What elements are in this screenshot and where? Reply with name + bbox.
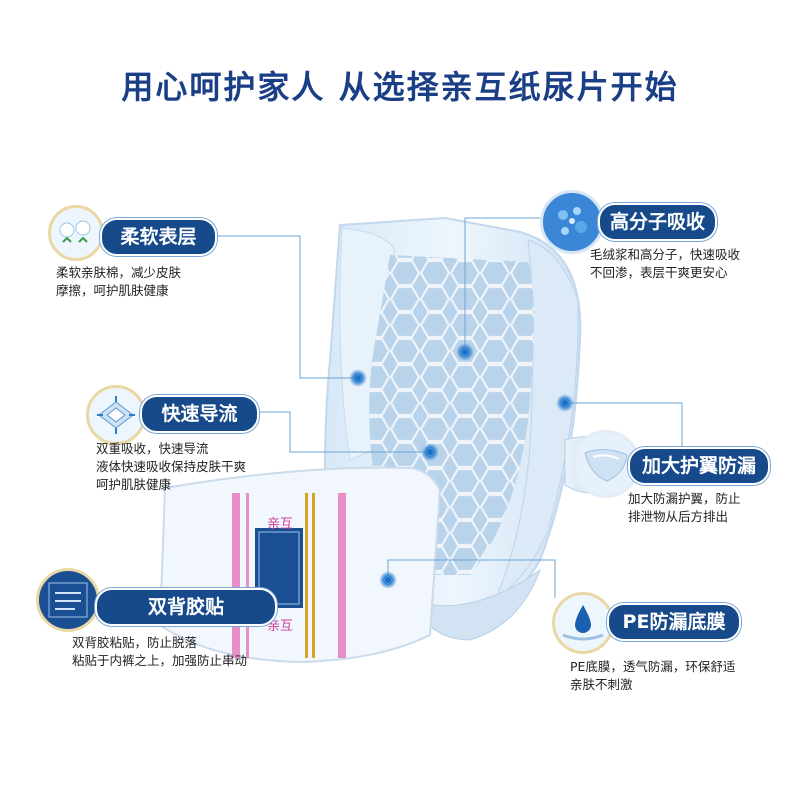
feature-title-pe-backsheet: PE防漏底膜 <box>607 603 741 641</box>
fast-drainage-icon <box>86 385 146 445</box>
brand-mark-bottom: 亲互 <box>267 619 293 634</box>
adhesive-tape-icon <box>36 568 100 632</box>
feature-desc-fast-drainage: 双重吸收，快速导流液体快速吸收保持皮肤干爽呵护肌肤健康 <box>96 441 247 492</box>
feature-title-double-adhesive: 双背胶贴 <box>95 588 277 626</box>
target-dots <box>349 343 574 589</box>
leader-lines <box>215 217 683 598</box>
soft-layer-icon <box>48 205 104 261</box>
polymer-granule-icon <box>540 190 604 254</box>
page-title: 用心呵护家人 从选择亲互纸尿片开始 <box>121 68 679 106</box>
feature-desc-polymer: 毛绒浆和高分子，快速吸收不回渗，表层干爽更安心 <box>590 247 741 280</box>
feature-desc-pe-backsheet: PE底膜，透气防漏，环保舒适亲肤不刺激 <box>570 659 736 692</box>
feature-title-polymer: 高分子吸收 <box>598 203 717 241</box>
feature-desc-leak-guard: 加大防漏护翼，防止排泄物从后方排出 <box>628 491 741 524</box>
feature-desc-double-adhesive: 双背胶粘贴，防止脱落粘贴于内裤之上，加强防止串动 <box>72 635 248 668</box>
feature-title-soft-layer: 柔软表层 <box>100 218 217 256</box>
water-drop-icon <box>552 592 614 654</box>
feature-title-leak-guard: 加大护翼防漏 <box>628 447 770 485</box>
feature-title-fast-drainage: 快速导流 <box>140 395 259 433</box>
brand-mark-top: 亲互 <box>267 517 293 532</box>
folded-back-section: 亲互 亲互 <box>158 466 442 664</box>
feature-desc-soft-layer: 柔软亲肤棉，减少皮肤摩擦，呵护肌肤健康 <box>56 265 182 298</box>
